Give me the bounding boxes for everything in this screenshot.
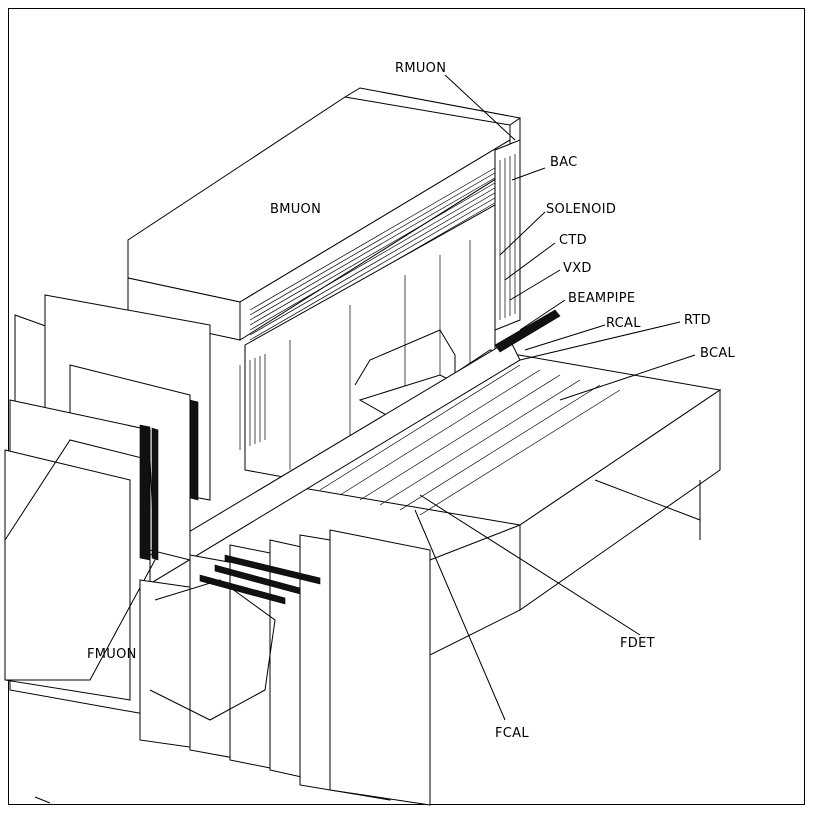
label-vxd: VXD xyxy=(563,261,592,276)
leader-lines xyxy=(34,74,696,804)
label-fcal: FCAL xyxy=(495,726,529,741)
front-plates xyxy=(139,529,431,806)
label-bac: BAC xyxy=(550,155,578,170)
bac-stack xyxy=(494,139,521,331)
front-dark-strips xyxy=(199,554,321,605)
label-rtd: RTD xyxy=(684,313,711,328)
label-beampipe: BEAMPIPE xyxy=(568,291,635,306)
diagram-frame xyxy=(8,8,805,805)
label-ctd: CTD xyxy=(559,233,587,248)
bmuon-yoke xyxy=(127,87,522,346)
base-platform xyxy=(283,349,722,656)
label-rcal: RCAL xyxy=(606,316,641,331)
fmuon-chambers xyxy=(4,294,266,716)
label-fmuon: FMUON xyxy=(87,647,137,662)
label-fdet: FDET xyxy=(620,636,655,651)
label-solenoid: SOLENOID xyxy=(546,202,616,217)
label-bcal: BCAL xyxy=(700,346,736,361)
fmuon-dark-plates xyxy=(139,399,199,561)
label-bmuon: BMUON xyxy=(270,202,321,217)
labels: RMUON BAC BMUON SOLENOID CTD VXD BEAMPIP… xyxy=(87,61,736,741)
label-rmuon: RMUON xyxy=(395,61,446,76)
